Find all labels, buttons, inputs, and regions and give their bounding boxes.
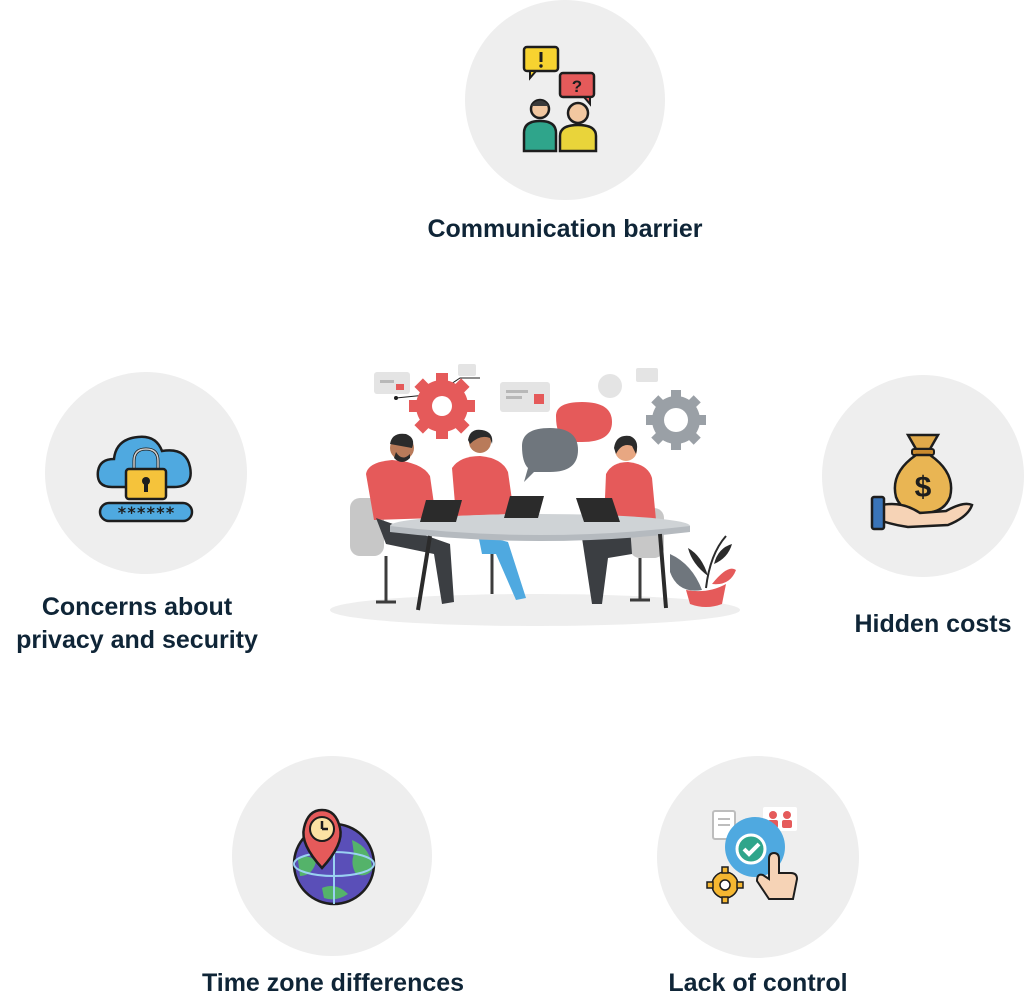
communication-label: Communication barrier (427, 215, 703, 243)
costs-circle: $ (822, 375, 1024, 577)
svg-text:******: ****** (117, 503, 175, 522)
privacy-label-line2: privacy and security (16, 625, 258, 654)
hand-check-gear-icon (706, 807, 799, 904)
control-circle (657, 756, 859, 958)
privacy-label-line1: Concerns about (41, 593, 233, 621)
privacy-label: Concerns about privacy and security (0, 591, 274, 656)
costs-label: Hidden costs (854, 610, 1012, 638)
hand-money-bag-icon: $ (870, 433, 974, 531)
globe-clock-pin-icon (292, 808, 376, 906)
svg-text:$: $ (915, 471, 932, 504)
timezone-label: Time zone differences (201, 969, 465, 997)
cloud-lock-password-icon: ****** (96, 435, 194, 523)
control-label: Lack of control (668, 969, 848, 997)
team-meeting-illustration (330, 364, 740, 626)
svg-text:?: ? (572, 77, 582, 96)
communication-circle: ? (465, 0, 665, 200)
timezone-circle (232, 756, 432, 956)
privacy-circle: ****** (45, 372, 247, 574)
people-speech-icon: ? (522, 45, 598, 153)
center-illustration (330, 358, 740, 633)
